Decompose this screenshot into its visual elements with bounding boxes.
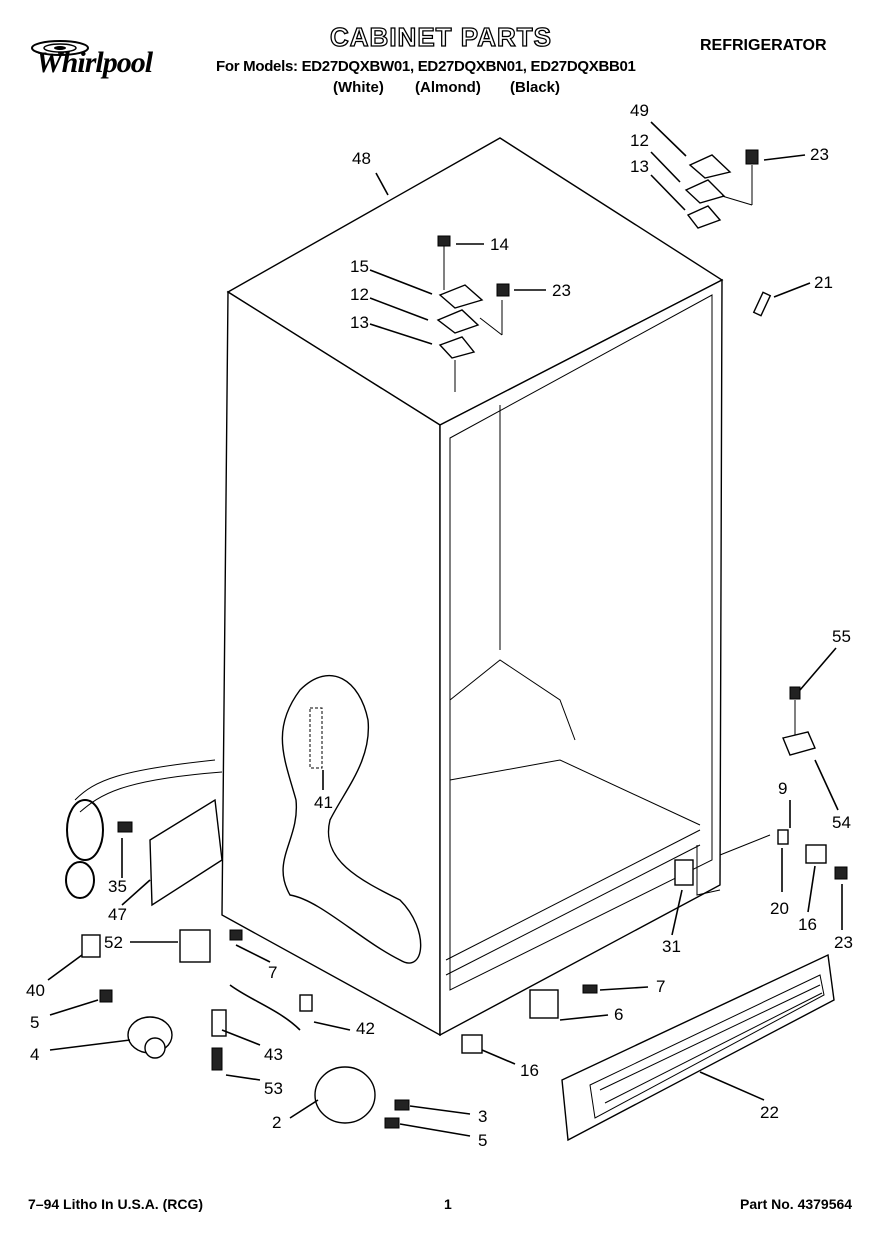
callout-6: 6 xyxy=(614,1005,623,1024)
color-black: (Black) xyxy=(510,79,561,96)
callout-4: 4 xyxy=(30,1045,39,1064)
callout-5-right: 5 xyxy=(478,1131,487,1150)
callout-23-bottom-right: 23 xyxy=(834,933,853,952)
callout-52: 52 xyxy=(104,933,123,952)
callout-31: 31 xyxy=(662,937,681,956)
top-hinge-right xyxy=(684,149,759,229)
callout-23-top-right: 23 xyxy=(810,145,829,164)
callout-20: 20 xyxy=(770,899,789,918)
callout-48: 48 xyxy=(352,149,371,168)
callout-16-bottom: 16 xyxy=(520,1061,539,1080)
part-number: Part No. 4379564 xyxy=(740,1196,853,1212)
callout-7-left: 7 xyxy=(268,963,277,982)
callout-42: 42 xyxy=(356,1019,375,1038)
callout-47: 47 xyxy=(108,905,127,924)
callout-22: 22 xyxy=(760,1103,779,1122)
callout-21: 21 xyxy=(814,273,833,292)
callout-16-right: 16 xyxy=(798,915,817,934)
callout-5-left: 5 xyxy=(30,1013,39,1032)
callout-14: 14 xyxy=(490,235,509,254)
callout-13-top-right: 13 xyxy=(630,157,649,176)
page-number: 1 xyxy=(444,1196,452,1212)
callout-3: 3 xyxy=(478,1107,487,1126)
callout-53: 53 xyxy=(264,1079,283,1098)
small-parts xyxy=(65,291,848,1142)
callout-15: 15 xyxy=(350,257,369,276)
color-white: (White) xyxy=(333,79,384,96)
callout-23-center: 23 xyxy=(552,281,571,300)
cabinet-body xyxy=(221,137,771,1037)
model-list: For Models: ED27DQXBW01, ED27DQXBN01, ED… xyxy=(216,58,636,75)
callout-43: 43 xyxy=(264,1045,283,1064)
color-almond: (Almond) xyxy=(415,79,481,96)
callout-40: 40 xyxy=(26,981,45,1000)
whirlpool-logo: Whirlpool xyxy=(22,36,182,86)
leader-lines xyxy=(47,121,843,1137)
callout-13-center: 13 xyxy=(350,313,369,332)
callout-9: 9 xyxy=(778,779,787,798)
top-hinge-center xyxy=(436,235,510,392)
callout-12-top-right: 12 xyxy=(630,131,649,150)
brand-name: Whirlpool xyxy=(36,46,153,79)
callout-35: 35 xyxy=(108,877,127,896)
callout-55: 55 xyxy=(832,627,851,646)
callout-labels: 48 49 12 13 23 14 15 12 13 23 21 55 54 9… xyxy=(26,101,853,1150)
callout-49: 49 xyxy=(630,101,649,120)
product-category: REFRIGERATOR xyxy=(700,37,827,54)
callout-12-center: 12 xyxy=(350,285,369,304)
logo-swirl-icon xyxy=(31,40,89,56)
callout-7-right: 7 xyxy=(656,977,665,996)
callout-54: 54 xyxy=(832,813,851,832)
print-info: 7–94 Litho In U.S.A. (RCG) xyxy=(28,1196,204,1212)
page-title: CABINET PARTS xyxy=(329,21,552,52)
callout-2: 2 xyxy=(272,1113,281,1132)
callout-41: 41 xyxy=(314,793,333,812)
